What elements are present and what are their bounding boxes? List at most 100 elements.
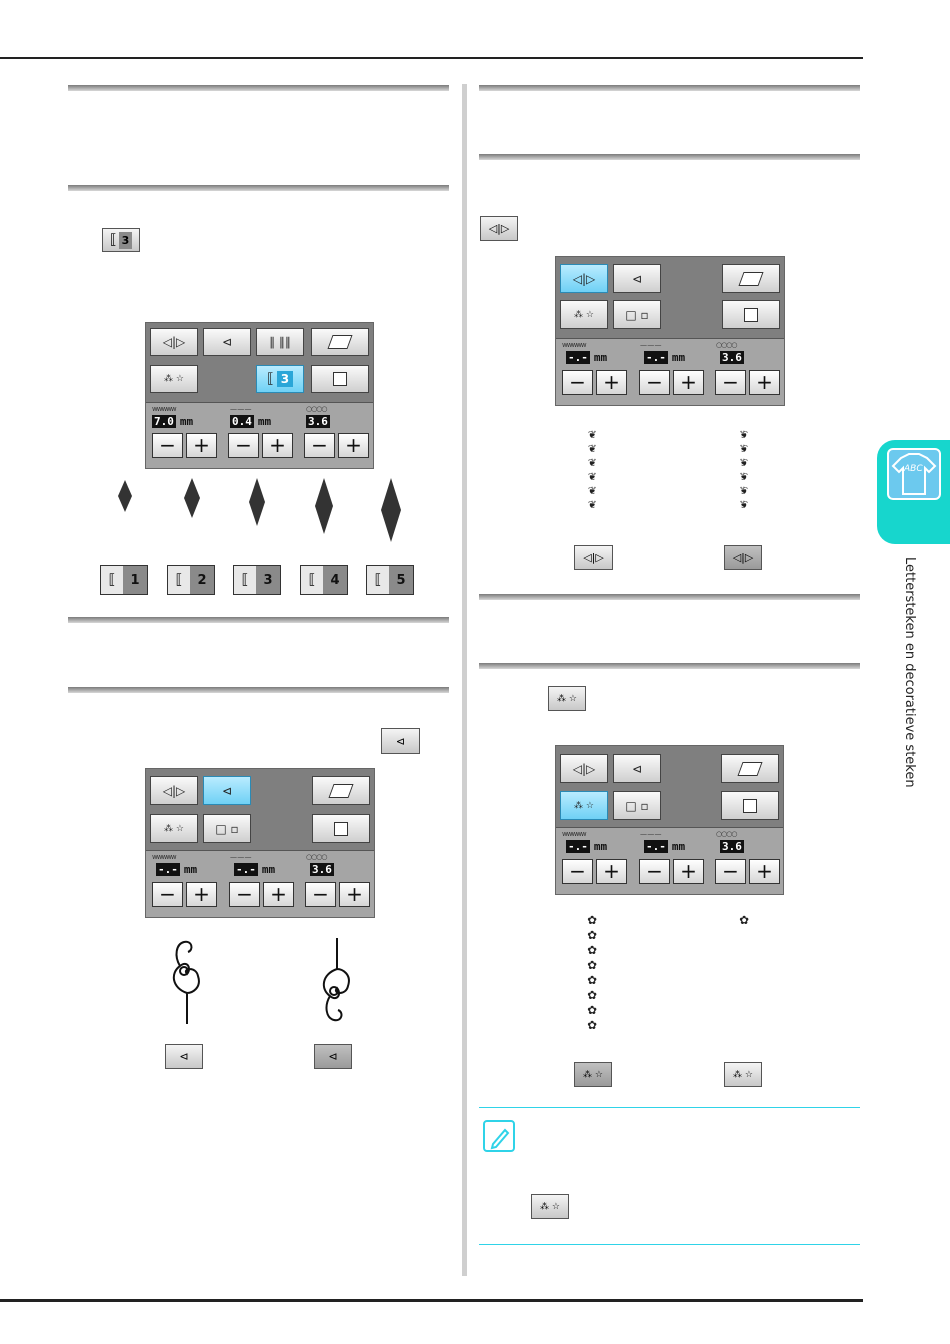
width-label-icon: wwwww (152, 853, 177, 861)
density-minus-button[interactable]: − (305, 882, 336, 907)
size-step-button[interactable]: ⟦ 3 (102, 228, 140, 252)
mirror-vertical-icon: ◁|▷ (572, 761, 596, 776)
width-plus-button[interactable]: + (596, 370, 627, 395)
mirror-vertical-on-button[interactable]: ◁|▷ (724, 545, 762, 570)
memo-bottom-line (479, 1244, 860, 1245)
single-repeat-button[interactable]: ⁂ ☆ (150, 365, 198, 393)
mirror-vertical-button[interactable]: ◁|▷ (560, 264, 608, 293)
erase-button[interactable] (311, 328, 369, 356)
tab-icon-text: ABC (904, 464, 923, 474)
size-button-5[interactable]: ⟦5 (366, 565, 414, 595)
width-value: -.-mm (566, 840, 608, 853)
single-repeat-button[interactable]: ⁂ ☆ (560, 791, 608, 820)
size-button-4[interactable]: ⟦4 (300, 565, 348, 595)
density-label-icon: ○○○○ (716, 341, 737, 349)
mirror-vertical-icon: ◁|▷ (162, 783, 186, 798)
width-plus-button[interactable]: + (186, 882, 217, 907)
section-bar (479, 663, 860, 669)
single-repeat-button[interactable]: ⁂ ☆ (560, 300, 608, 329)
density-plus-button[interactable]: + (749, 370, 780, 395)
erase-button[interactable] (312, 776, 370, 805)
width-plus-button[interactable]: + (596, 859, 627, 884)
erase-button[interactable] (722, 264, 780, 293)
mirror-horizontal-icon: ⊲ (221, 783, 233, 798)
section-bar (68, 687, 449, 693)
memo-top-line (479, 1107, 860, 1108)
shirt-icon: ABC (887, 448, 941, 500)
erase-button[interactable] (721, 754, 779, 783)
top-rule (0, 57, 863, 59)
length-plus-button[interactable]: + (263, 882, 294, 907)
mirror-horizontal-on-button[interactable]: ⊲ (314, 1044, 352, 1069)
length-value: -.-mm (644, 351, 686, 364)
size-button-1[interactable]: ⟦1 (100, 565, 148, 595)
size-button[interactable]: ⟦ 3 (256, 365, 304, 393)
length-minus-button[interactable]: − (228, 433, 259, 458)
density-minus-button[interactable]: − (715, 859, 746, 884)
single-mode-button[interactable]: ⁂ ☆ (724, 1062, 762, 1087)
box-button[interactable]: □ ▫ (613, 791, 661, 820)
pocket-icon (744, 307, 758, 322)
mirror-vertical-button[interactable]: ◁|▷ (560, 754, 608, 783)
memory-button[interactable] (722, 300, 780, 329)
size-icon: ⟦ (374, 572, 382, 588)
size-number: 3 (118, 231, 133, 249)
mirror-vertical-button[interactable]: ◁|▷ (480, 216, 518, 241)
length-plus-button[interactable]: + (262, 433, 293, 458)
eraser-icon (327, 335, 353, 349)
length-plus-button[interactable]: + (673, 370, 704, 395)
memory-button[interactable] (721, 791, 779, 820)
eraser-icon (328, 783, 354, 798)
mirror-horizontal-button[interactable]: ⊲ (613, 754, 661, 783)
length-minus-button[interactable]: − (639, 859, 670, 884)
box-button[interactable]: □ ▫ (203, 814, 251, 843)
width-minus-button[interactable]: − (562, 370, 593, 395)
single-repeat-button[interactable]: ⁂ ☆ (548, 686, 586, 711)
twin-needle-button[interactable]: ∥ ∥∥ (256, 328, 304, 356)
density-plus-button[interactable]: + (749, 859, 780, 884)
size-icon: ⟦ (108, 572, 116, 588)
single-repeat-icon: ⁂ ☆ (733, 1069, 753, 1080)
heart-stitch-mirrored-preview: ❦❦❦❦❦❦ (740, 427, 748, 512)
density-label-icon: ○○○○ (306, 405, 327, 413)
length-label-icon: — — — (230, 853, 251, 861)
mirror-vertical-button[interactable]: ◁|▷ (150, 776, 198, 805)
width-minus-button[interactable]: − (152, 433, 183, 458)
density-minus-button[interactable]: − (715, 370, 746, 395)
repeat-mode-button[interactable]: ⁂ ☆ (574, 1062, 612, 1087)
mirror-horizontal-icon: ⊲ (395, 734, 406, 748)
mirror-horizontal-button[interactable]: ⊲ (613, 264, 661, 293)
single-repeat-button[interactable]: ⁂ ☆ (531, 1194, 569, 1219)
width-label-icon: wwwww (562, 830, 587, 838)
length-minus-button[interactable]: − (229, 882, 260, 907)
memory-button[interactable] (312, 814, 370, 843)
density-label-icon: ○○○○ (306, 853, 327, 861)
memory-button[interactable] (311, 365, 369, 393)
mirror-horizontal-button[interactable]: ⊲ (203, 776, 251, 805)
length-minus-button[interactable]: − (639, 370, 670, 395)
density-plus-button[interactable]: + (339, 882, 370, 907)
single-repeat-button[interactable]: ⁂ ☆ (150, 814, 198, 843)
mirror-vertical-button[interactable]: ◁|▷ (150, 328, 198, 356)
size-button-3[interactable]: ⟦3 (233, 565, 281, 595)
length-plus-button[interactable]: + (673, 859, 704, 884)
twin-needle-icon: ∥ ∥∥ (269, 335, 291, 349)
width-minus-button[interactable]: − (152, 882, 183, 907)
size-button-2[interactable]: ⟦2 (167, 565, 215, 595)
density-minus-button[interactable]: − (304, 433, 335, 458)
mirror-horizontal-off-button[interactable]: ⊲ (165, 1044, 203, 1069)
length-value: -.-mm (234, 863, 276, 876)
width-label-icon: wwwww (152, 405, 177, 413)
pocket-icon (743, 798, 757, 813)
mirror-horizontal-button[interactable]: ⊲ (203, 328, 251, 356)
width-minus-button[interactable]: − (562, 859, 593, 884)
mirror-horizontal-button[interactable]: ⊲ (381, 728, 420, 754)
density-plus-button[interactable]: + (338, 433, 369, 458)
settings-panel-3: ◁|▷ ⊲ ⁂ ☆ □ ▫ wwwww — — — ○○○○ -.-mm -.-… (555, 256, 785, 406)
section-bar (479, 85, 860, 91)
mirror-vertical-off-button[interactable]: ◁|▷ (574, 545, 613, 570)
width-plus-button[interactable]: + (186, 433, 217, 458)
box-button[interactable]: □ ▫ (613, 300, 661, 329)
